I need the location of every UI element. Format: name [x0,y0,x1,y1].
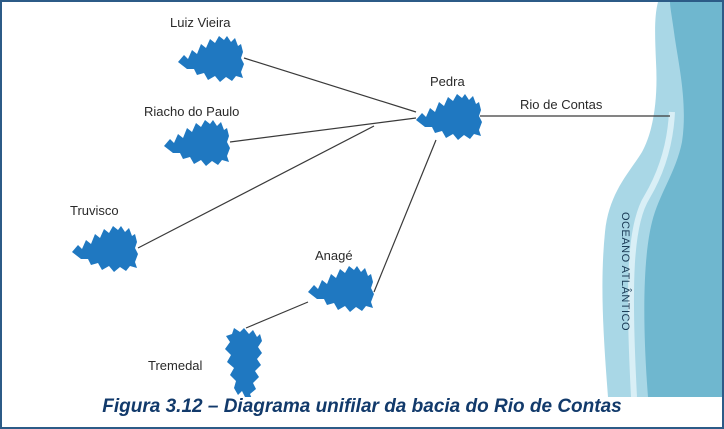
basins [72,36,482,397]
link-tremedal-anage [245,301,309,329]
ocean-deep [644,2,722,397]
pedra-basin-icon [416,94,482,140]
luiz-vieira-basin-icon [178,36,244,82]
link-luiz-vieira-pedra [243,57,417,113]
tremedal-basin-icon [225,328,262,397]
node-label-riacho-do-paulo: Riacho do Paulo [144,104,239,119]
ocean-label: OCEANO ATLÂNTICO [619,212,632,331]
node-label-pedra: Pedra [430,74,465,89]
connections [137,57,670,329]
riacho-do-paulo-basin-icon [164,120,230,166]
node-label-truvisco: Truvisco [70,203,119,218]
link-riacho-do-paulo-pedra [229,117,417,143]
truvisco-basin-icon [72,226,138,272]
node-label-luiz-vieira: Luiz Vieira [170,15,231,30]
ocean: OCEANO ATLÂNTICO [602,2,722,397]
node-label-anage: Anagé [315,248,353,263]
coastline-inner [627,111,675,397]
node-label-tremedal: Tremedal [148,358,203,373]
anage-basin-icon [308,266,374,312]
river-label: Rio de Contas [520,97,603,112]
unifilar-diagram: OCEANO ATLÂNTICO Luiz Vieira Riacho do P… [70,2,722,397]
link-anage-pedra [373,139,437,293]
figure-caption: Figura 3.12 – Diagrama unifilar da bacia… [102,396,622,417]
link-truvisco-pedra [137,125,375,249]
